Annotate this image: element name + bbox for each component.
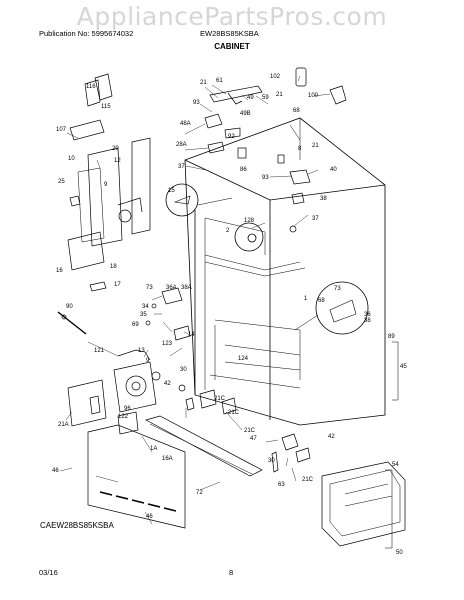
detail-circle-middle [234,222,264,252]
label-38A: 38A [181,285,192,291]
label-124: 124 [238,356,249,362]
label-21A: 21A [58,422,69,428]
label-10: 10 [68,156,75,162]
label-128: 128 [244,218,255,224]
label-40: 40 [330,167,337,173]
label-21-top: 21 [200,80,207,86]
label-13: 13 [138,348,145,354]
label-34: 34 [142,304,149,310]
label-102: 102 [270,74,281,80]
kick-plate [87,415,263,529]
label-9: 9 [104,182,108,188]
cabinet-body [184,117,386,426]
label-30-lower: 30 [268,458,275,464]
label-17: 17 [114,282,121,288]
label-50: 50 [396,550,403,556]
label-12: 12 [114,158,121,164]
label-122: 122 [118,414,129,420]
label-38: 38 [320,196,327,202]
label-86: 86 [240,167,247,173]
leader-lines [59,75,331,525]
label-25: 25 [58,179,65,185]
label-38-right: 38 [364,318,371,324]
label-21C-mid: 21C [214,396,226,402]
ice-maker-assembly [67,73,151,292]
label-123: 123 [162,341,173,347]
label-116: 116 [86,84,96,90]
label-16A: 16A [162,456,173,462]
label-73: 73 [146,285,153,291]
label-21-right: 21 [312,143,319,149]
label-69: 69 [132,322,139,328]
label-93: 93 [193,100,200,106]
label-9-lower: 9 [146,358,150,364]
label-100: 100 [308,93,319,99]
label-68: 68 [293,108,300,114]
label-1A: 1A [150,446,157,452]
label-37-right: 37 [312,216,319,222]
label-21-top-right: 21 [276,92,283,98]
label-14: 14 [188,332,195,338]
watermark: AppliancePartsPros.com [76,2,388,31]
label-45: 45 [400,364,407,370]
label-61: 61 [216,78,223,84]
label-63: 63 [278,482,285,488]
label-90: 90 [66,304,73,310]
label-89: 89 [388,334,395,340]
drawer-bracket [321,461,406,547]
label-54: 54 [392,462,399,468]
water-line-parts [57,287,191,341]
label-92: 92 [228,134,235,140]
dimension-markers [385,341,399,549]
label-29: 29 [112,146,119,152]
bottom-hinge-parts [199,389,311,473]
bottom-valve-assembly [67,349,195,435]
label-107: 107 [56,127,67,133]
label-21C-mid2: 21C [228,410,240,416]
diagram-code: CAEW28BS85KSBA [40,521,114,530]
detail-circle-right [294,281,369,335]
label-73-right: 73 [334,286,341,292]
label-121: 121 [94,348,105,354]
label-16: 16 [56,268,63,274]
label-72: 72 [196,490,203,496]
diagram-title: CABINET [214,42,250,51]
label-36A: 36A [166,285,177,291]
callout-labels: 116 115 102 100 21 61 49 59 21 68 93 49B… [52,74,407,556]
label-30: 30 [180,367,187,373]
label-42: 42 [164,381,171,387]
top-hinge-parts [204,67,347,233]
footer-date: 03/16 [39,568,58,577]
label-48A: 48A [180,121,191,127]
label-37: 37 [178,164,185,170]
label-2: 2 [226,228,230,234]
label-21C: 21C [244,428,256,434]
label-93-right: 93 [262,175,269,181]
label-42-right: 42 [328,434,335,440]
footer-page: 8 [229,568,234,577]
label-1: 1 [304,296,308,302]
publication-number: Publication No: 5995674032 [39,29,134,38]
label-46: 46 [52,468,59,474]
label-18: 18 [110,264,117,270]
label-47: 47 [250,436,257,442]
label-68-right: 68 [318,298,325,304]
label-49B: 49B [240,111,251,117]
label-96: 96 [124,406,131,412]
detail-circle-top [165,183,233,217]
label-8: 8 [298,146,302,152]
model-number: EW28BS85KSBA [200,29,259,38]
label-49: 49 [247,95,254,101]
label-15: 15 [168,188,175,194]
label-115: 115 [101,104,111,110]
label-28A: 28A [176,142,187,148]
label-46-lower: 46 [146,514,153,520]
label-21C-lower: 21C [302,477,314,483]
label-35: 35 [140,312,147,318]
label-59: 59 [262,95,269,101]
label-36: 36 [364,312,371,318]
